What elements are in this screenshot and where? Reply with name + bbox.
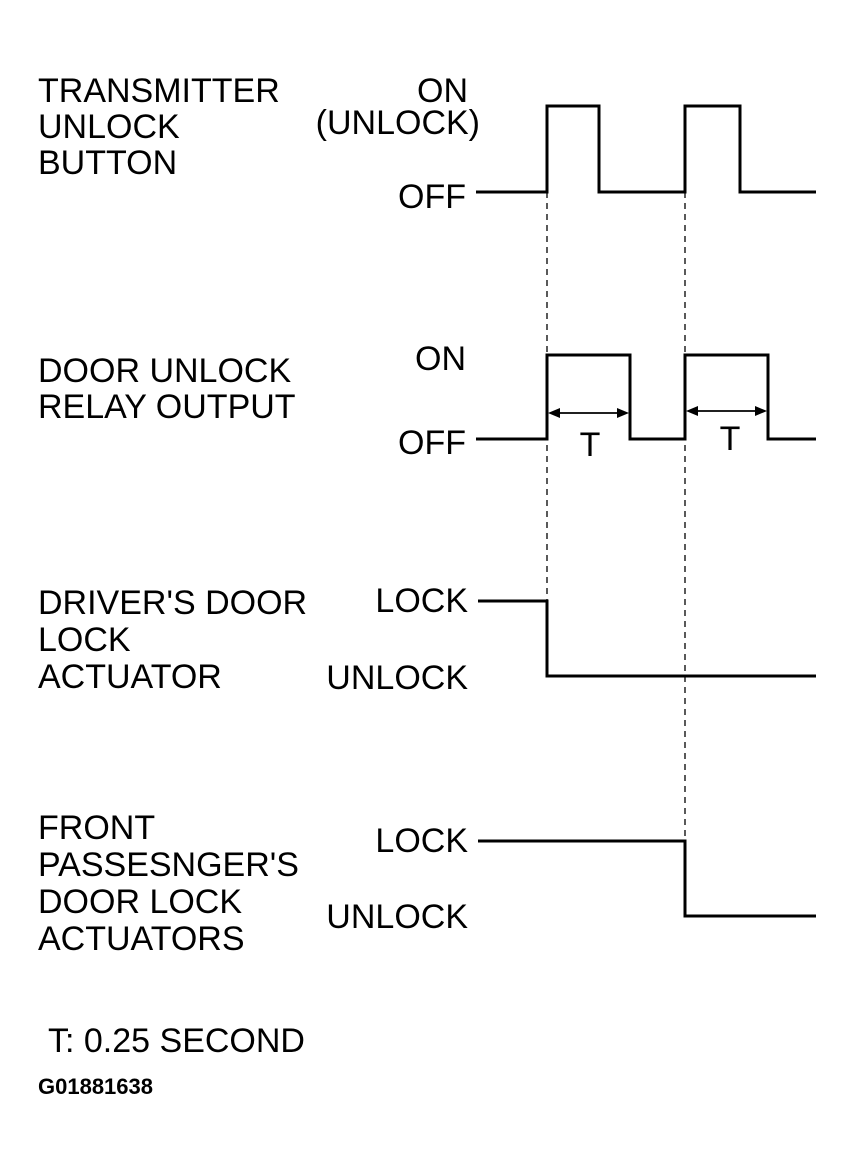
signal-transmitter-unlock-button: TRANSMITTER UNLOCK BUTTON ON (UNLOCK) OF… (38, 72, 816, 216)
signal-label-line: ACTUATOR (38, 658, 222, 696)
signal-label-line: FRONT (38, 809, 155, 847)
signal-drivers-door-lock-actuator: DRIVER'S DOOR LOCK ACTUATOR LOCK UNLOCK (38, 582, 816, 697)
timing-note: T: 0.25 SECOND (48, 1022, 305, 1060)
figure-id: G01881638 (38, 1074, 153, 1099)
pulse-width-dimension: T (548, 408, 629, 464)
waveform-drivers-door-actuator (478, 599, 816, 678)
state-label-low: OFF (398, 178, 466, 216)
signal-label-line: ACTUATORS (38, 920, 245, 958)
signal-label-line: DOOR UNLOCK (38, 352, 291, 390)
pulse-width-label: T (720, 420, 741, 458)
signal-label-line: LOCK (38, 621, 131, 659)
state-label-low: UNLOCK (326, 659, 468, 697)
state-label-low: OFF (398, 424, 466, 462)
signal-door-unlock-relay-output: DOOR UNLOCK RELAY OUTPUT ON OFF T T (38, 340, 816, 464)
signal-label-line: DOOR LOCK (38, 883, 242, 921)
pulse-width-dimension: T (686, 406, 767, 458)
signal-label-line: RELAY OUTPUT (38, 388, 296, 426)
state-label-high: LOCK (375, 822, 468, 860)
waveform-transmitter-button (476, 104, 816, 194)
arrow-right-icon (617, 408, 629, 418)
signal-label-line: BUTTON (38, 144, 177, 182)
state-label-low: UNLOCK (326, 898, 468, 936)
waveform-passenger-door-actuators (478, 839, 816, 918)
arrow-right-icon (755, 406, 767, 416)
signal-label-line: TRANSMITTER (38, 72, 280, 110)
signal-front-passenger-door-lock-actuators: FRONT PASSESNGER'S DOOR LOCK ACTUATORS L… (38, 809, 816, 958)
state-label-high: LOCK (375, 582, 468, 620)
arrow-left-icon (686, 406, 698, 416)
state-label-high: ON (415, 340, 466, 378)
waveform-relay-output (476, 353, 816, 441)
signal-label-line: DRIVER'S DOOR (38, 584, 307, 622)
signal-label-line: UNLOCK (38, 108, 180, 146)
signal-label-line: PASSESNGER'S (38, 846, 299, 884)
arrow-left-icon (548, 408, 560, 418)
state-label-high-sub: (UNLOCK) (316, 104, 480, 142)
state-label-high: ON (417, 72, 468, 110)
pulse-width-label: T (580, 426, 601, 464)
